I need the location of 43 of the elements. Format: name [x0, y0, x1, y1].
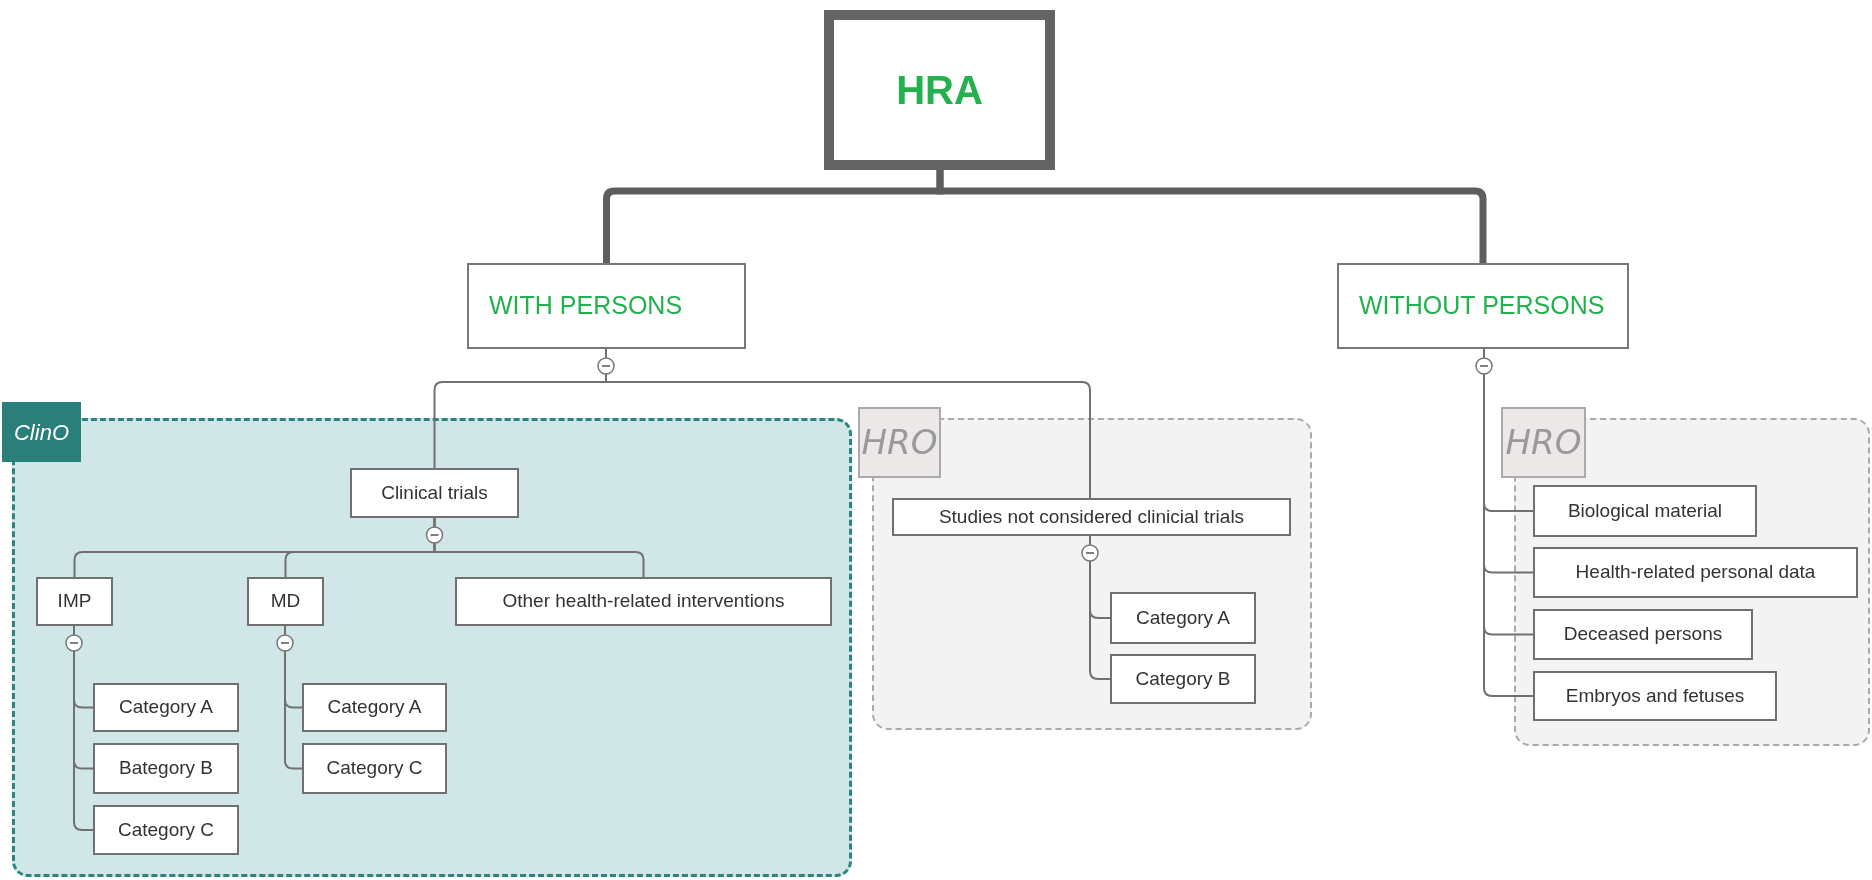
- item-box: [1533, 609, 1753, 660]
- connector-line: [936, 170, 1487, 263]
- item-label: Category B: [1135, 666, 1231, 691]
- item-box: [93, 805, 239, 855]
- item-label: IMP: [57, 589, 92, 614]
- item-box: [93, 683, 239, 732]
- item-box: [302, 683, 447, 732]
- category-title: WITH PERSONS: [489, 290, 683, 322]
- item-box: [36, 577, 113, 626]
- item-label: Category A: [1136, 605, 1230, 630]
- root-box: [824, 10, 1055, 170]
- item-box: [350, 468, 519, 518]
- item-box: [455, 577, 832, 626]
- group-tag: HRO: [858, 407, 941, 478]
- item-box: [1533, 547, 1858, 598]
- item-label: Biological material: [1567, 498, 1723, 523]
- item-label: Clinical trials: [381, 480, 488, 505]
- item-box: [302, 743, 447, 794]
- root-title: HRA: [896, 67, 983, 114]
- item-label: Other health-related interventions: [502, 589, 785, 614]
- item-box: [1533, 671, 1777, 721]
- category-box: [1337, 263, 1629, 349]
- item-label: Bategory B: [119, 756, 213, 781]
- item-label: Category A: [119, 695, 213, 720]
- item-label: Category C: [117, 817, 215, 842]
- item-label: Embryos and fetuses: [1565, 683, 1745, 708]
- item-box: [247, 577, 324, 626]
- category-title: WITHOUT PERSONS: [1359, 290, 1605, 322]
- item-label: Studies not considered clinicial trials: [938, 504, 1245, 529]
- group-tag: HRO: [1501, 407, 1586, 478]
- item-box: [1110, 654, 1256, 704]
- item-label: Category C: [326, 756, 423, 781]
- item-label: MD: [270, 589, 301, 614]
- item-box: [1533, 485, 1757, 537]
- category-box: [467, 263, 746, 349]
- item-box: [892, 498, 1291, 536]
- item-label: Category A: [327, 695, 422, 720]
- item-box: [93, 743, 239, 794]
- connector-line: [433, 517, 645, 578]
- item-label: Deceased persons: [1563, 622, 1723, 647]
- group-tag: ClinO: [2, 402, 81, 462]
- item-box: [1110, 592, 1256, 644]
- item-label: Health-related personal data: [1575, 560, 1816, 585]
